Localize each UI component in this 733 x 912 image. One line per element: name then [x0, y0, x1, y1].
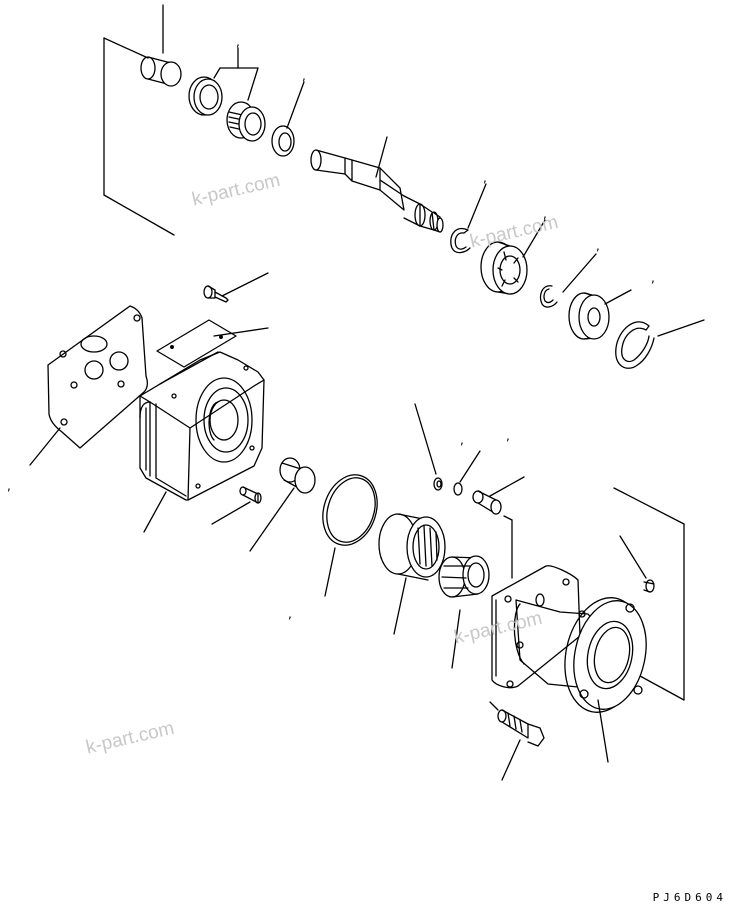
small-o-ring-1 — [415, 404, 442, 490]
seal-ring — [189, 77, 222, 115]
pump-housing — [140, 352, 264, 532]
thick-washer — [569, 290, 631, 339]
grease-fitting — [620, 536, 654, 592]
thin-washer — [272, 82, 304, 156]
dowel-pin — [212, 487, 261, 524]
retaining-ring-large — [616, 320, 704, 368]
drawing-code: PJ6D604 — [652, 891, 727, 904]
ball-bearing — [481, 220, 545, 294]
small-screw — [204, 273, 268, 302]
cage-roller — [439, 556, 489, 668]
callout-mark: , — [543, 207, 547, 221]
callout-mark: , — [302, 69, 306, 83]
callout-mark: , — [460, 433, 464, 447]
snap-ring-2 — [540, 254, 596, 307]
bushing-lower — [250, 458, 315, 551]
callout-mark: , — [651, 271, 655, 285]
o-ring — [314, 468, 386, 596]
sleeve-pin — [473, 477, 524, 514]
flange-housing — [492, 516, 656, 762]
bushing-top — [141, 5, 181, 86]
name-plate — [157, 320, 268, 367]
callout-mark: , — [7, 479, 11, 493]
spring-seal — [227, 102, 265, 141]
bracket-top-left — [104, 38, 174, 235]
roller-bearing-outer — [379, 514, 445, 634]
gasket — [30, 306, 147, 465]
bracket-right — [614, 488, 684, 700]
callout-mark: , — [483, 171, 487, 185]
snap-ring-1 — [451, 184, 486, 253]
small-o-ring-2 — [454, 451, 480, 495]
callout-mark: , — [236, 35, 240, 49]
callout-mark: , — [596, 239, 600, 253]
seal-callout — [214, 48, 258, 100]
hex-bolt — [490, 702, 544, 780]
drive-shaft — [311, 137, 443, 232]
callout-marks: , , , , , , , , , , — [7, 35, 655, 621]
callout-mark: , — [288, 607, 292, 621]
callout-mark: , — [506, 429, 510, 443]
